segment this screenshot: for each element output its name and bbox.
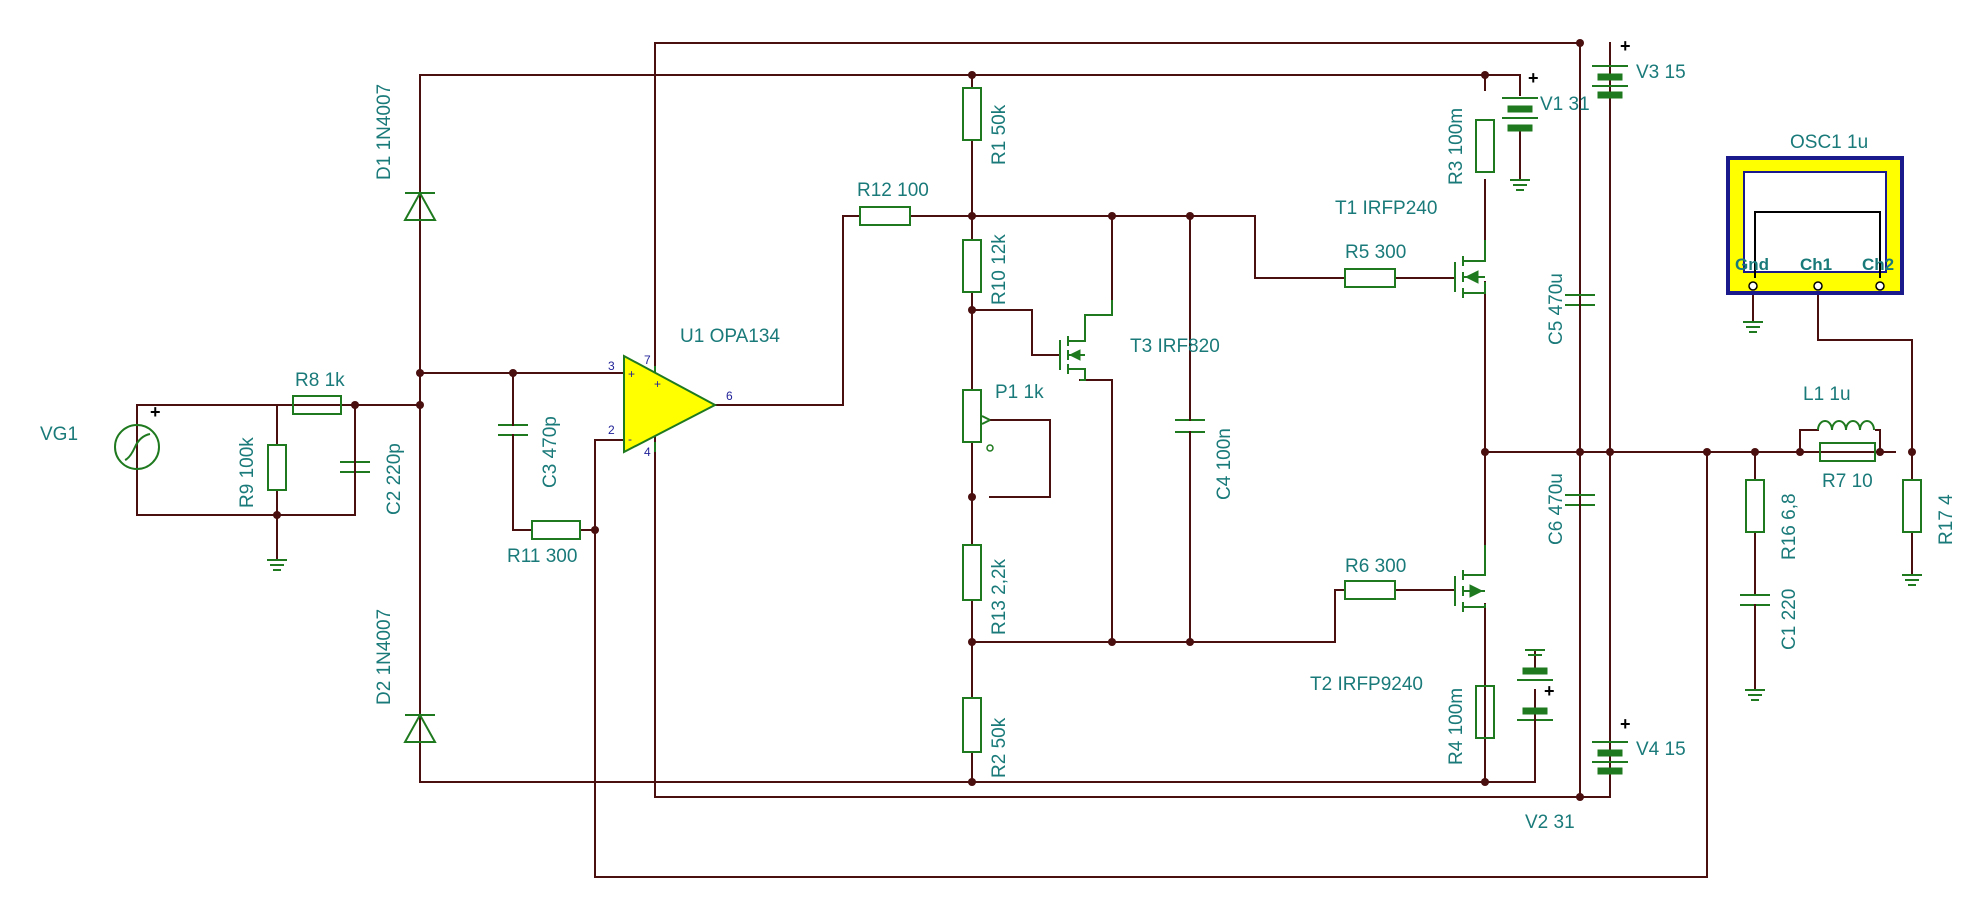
label-r9: R9 100k [237, 437, 258, 508]
component-labels: VG1 R8 1k R9 100k C2 220p D1 1N4007 D2 1… [40, 62, 1957, 833]
resistor-r5 [1344, 268, 1396, 288]
resistor-r2 [962, 697, 982, 753]
label-v3: V3 15 [1636, 62, 1686, 83]
mosfet-t3 [1059, 300, 1113, 381]
resistor-r7 [1819, 442, 1876, 462]
label-l1: L1 1u [1803, 384, 1851, 405]
resistor-r6 [1344, 580, 1396, 600]
label-r3: R3 100m [1446, 108, 1467, 185]
svg-text:+: + [1620, 714, 1631, 734]
svg-text:2: 2 [608, 423, 615, 437]
label-v1: V1 31 [1540, 94, 1590, 115]
label-v4: V4 15 [1636, 739, 1686, 760]
svg-text:+: + [628, 367, 635, 381]
svg-text:+: + [1620, 36, 1631, 56]
label-c2: C2 220p [384, 443, 405, 515]
resistor-r3 [1475, 119, 1495, 173]
label-c1: C1 220 [1779, 589, 1800, 650]
label-p1: P1 1k [995, 382, 1044, 403]
label-t1: T1 IRFP240 [1335, 198, 1437, 219]
label-r7: R7 10 [1822, 471, 1873, 492]
label-r6: R6 300 [1345, 556, 1406, 577]
label-r5: R5 300 [1345, 242, 1406, 263]
inductor-l1 [1817, 420, 1875, 431]
components: + + - [114, 36, 1922, 783]
label-d2: D2 1N4007 [374, 609, 395, 705]
capacitor-c2 [340, 444, 370, 491]
resistor-r16 [1745, 479, 1765, 533]
label-r4: R4 100m [1446, 688, 1467, 765]
label-u1: U1 OPA134 [680, 326, 780, 347]
svg-text:6: 6 [726, 389, 733, 403]
ground-symbols [267, 179, 1922, 701]
label-t2: T2 IRFP9240 [1310, 674, 1423, 695]
label-r12: R12 100 [857, 180, 929, 201]
oscilloscope-osc1: Gnd Ch1 Ch2 [1726, 156, 1904, 295]
signal-source-vg1: + [114, 402, 161, 516]
capacitor-c6 [1565, 494, 1595, 523]
battery-v1: + [1502, 68, 1539, 132]
label-c4: C4 100n [1214, 428, 1235, 500]
capacitor-c5 [1565, 294, 1595, 323]
resistor-r1 [962, 87, 982, 141]
label-d1: D1 1N4007 [374, 84, 395, 180]
label-r2: R2 50k [989, 717, 1010, 778]
capacitor-c1 [1740, 594, 1770, 646]
opamp-u1: + - + 3 2 6 7 4 [608, 353, 733, 459]
label-t3: T3 IRF820 [1130, 336, 1220, 357]
label-r8: R8 1k [295, 370, 345, 391]
label-r13: R13 2,2k [989, 558, 1010, 635]
label-c3: C3 470p [540, 416, 561, 488]
resistor-r13 [962, 544, 982, 601]
capacitor-c3 [498, 409, 528, 466]
resistor-r12 [859, 206, 911, 226]
battery-v3: + [1592, 36, 1631, 99]
label-r10: R10 12k [989, 234, 1010, 305]
capacitor-c4 [1175, 409, 1205, 443]
svg-text:-: - [628, 432, 632, 446]
mosfet-t2 [1454, 545, 1486, 612]
mosfet-t1 [1454, 240, 1486, 298]
battery-v4: + [1592, 714, 1631, 775]
label-c6: C6 470u [1546, 473, 1567, 545]
label-r11: R11 300 [507, 546, 577, 567]
label-vg1: VG1 [40, 424, 78, 445]
label-c5: C5 470u [1546, 273, 1567, 345]
label-v2: V2 31 [1525, 812, 1575, 833]
scope-ch2-label: Ch2 [1862, 255, 1894, 274]
resistor-r10 [962, 239, 982, 293]
resistor-r8 [292, 395, 342, 415]
label-r1: R1 50k [989, 104, 1010, 165]
svg-text:4: 4 [644, 445, 651, 459]
label-r17: R17 4 [1936, 494, 1957, 545]
svg-text:3: 3 [608, 359, 615, 373]
resistor-r9 [267, 444, 287, 491]
svg-text:+: + [1544, 681, 1555, 701]
diode-d2 [403, 712, 437, 743]
svg-text:7: 7 [644, 353, 651, 367]
svg-text:+: + [1528, 68, 1539, 88]
label-r16: R16 6,8 [1779, 493, 1800, 560]
resistor-r11 [531, 520, 581, 540]
svg-text:+: + [150, 402, 161, 422]
label-osc1: OSC1 1u [1790, 132, 1868, 153]
resistor-r17 [1902, 479, 1922, 533]
junction-dots [273, 39, 1916, 801]
diode-d1 [403, 190, 437, 221]
svg-text:+: + [654, 377, 661, 391]
scope-ch1-label: Ch1 [1800, 255, 1832, 274]
scope-gnd-label: Gnd [1735, 255, 1769, 274]
battery-v2: + [1517, 649, 1555, 783]
potentiometer-p1 [962, 389, 994, 452]
resistor-r4 [1475, 685, 1495, 739]
